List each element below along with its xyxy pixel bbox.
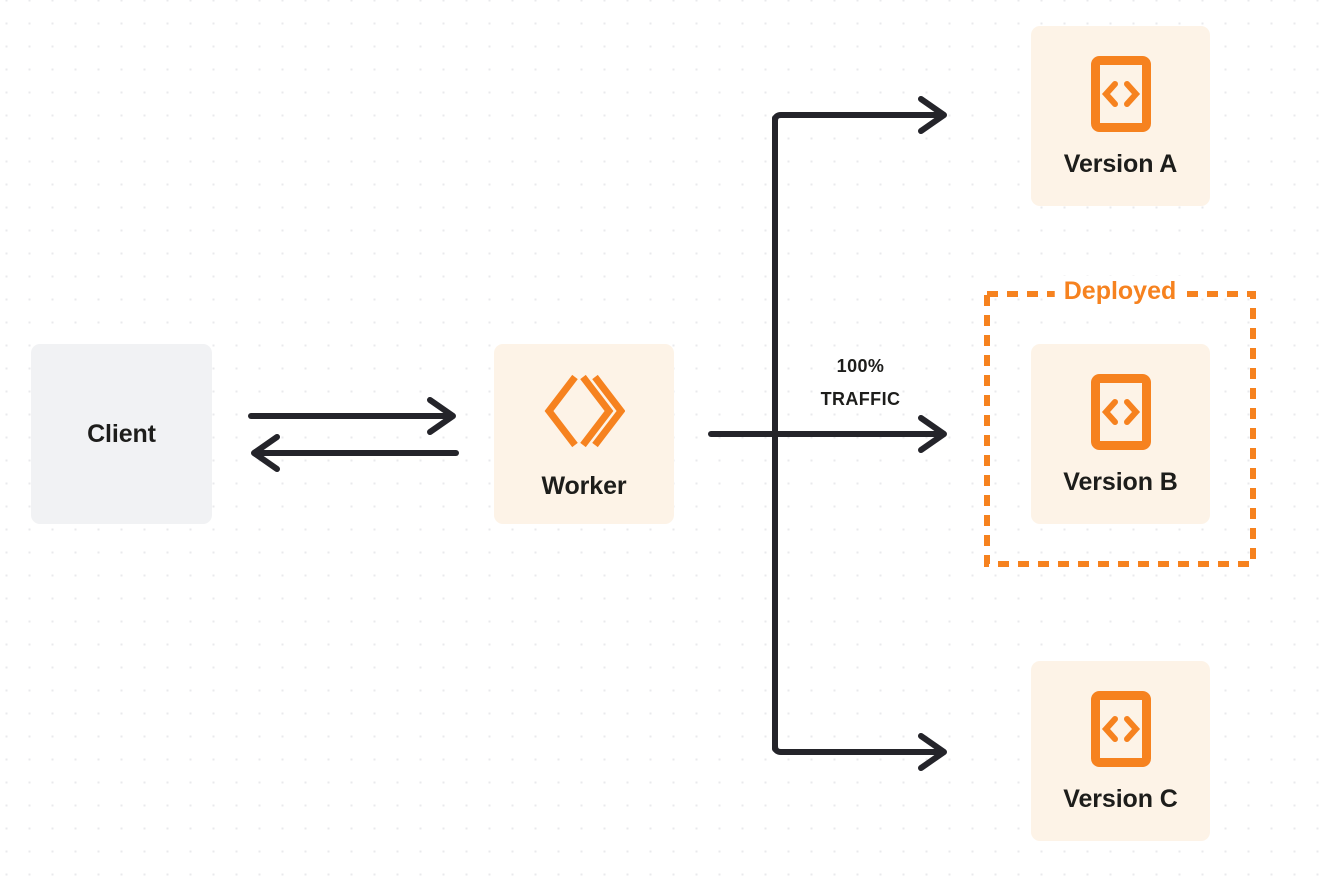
edge-trunk-to-version-c-arrowhead	[918, 733, 947, 771]
edge-client-to-worker-arrowhead	[427, 397, 456, 435]
traffic-label: 100% TRAFFIC	[788, 350, 933, 416]
node-client[interactable]: Client	[31, 344, 212, 524]
node-version-a-label: Version A	[1063, 149, 1178, 178]
node-version-a[interactable]: Version A	[1031, 26, 1210, 206]
edge-worker-to-client	[251, 434, 459, 472]
group-deployed-label: Deployed	[1054, 276, 1186, 306]
edge-trunk-to-version-a	[772, 96, 947, 134]
node-version-c[interactable]: Version C	[1031, 661, 1210, 841]
edge-worker-to-client-arrowhead	[251, 434, 280, 472]
edge-worker-to-version-b-arrowhead	[918, 415, 947, 453]
node-version-b[interactable]: Version B	[1031, 344, 1210, 524]
group-deployed: Deployed	[984, 276, 1256, 567]
code-document-icon	[1090, 373, 1151, 450]
node-client-label: Client	[87, 419, 156, 448]
node-version-c-label: Version C	[1063, 784, 1178, 813]
edge-worker-to-version-b	[708, 415, 947, 453]
traffic-word: TRAFFIC	[820, 389, 901, 409]
cloudflare-workers-logo-icon	[543, 370, 626, 452]
node-worker[interactable]: Worker	[494, 344, 674, 524]
code-document-icon	[1090, 55, 1151, 132]
code-document-icon	[1090, 690, 1151, 767]
node-version-b-label: Version B	[1063, 467, 1178, 496]
edge-trunk-to-version-c-line	[772, 739, 944, 755]
edge-trunk-to-version-a-line	[772, 112, 944, 128]
node-worker-label: Worker	[541, 471, 627, 500]
edge-trunk-to-version-a-arrowhead	[918, 96, 947, 134]
traffic-percent: 100%	[836, 356, 885, 376]
group-deployed-dashed-border	[984, 291, 1256, 567]
edge-client-to-worker	[248, 397, 456, 435]
edge-trunk-to-version-c	[772, 733, 947, 771]
